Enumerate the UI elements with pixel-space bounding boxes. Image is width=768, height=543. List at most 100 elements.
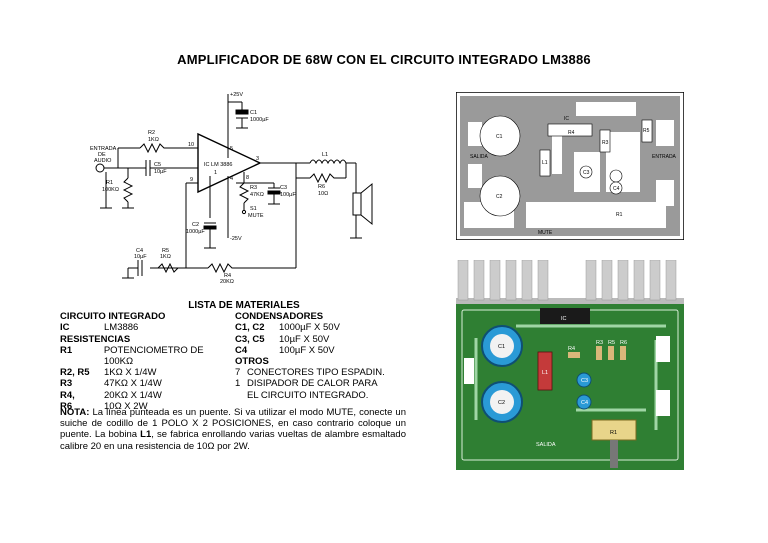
- label-c3-value: 100µF: [280, 192, 296, 198]
- label-r2-value: 1KΩ: [148, 137, 159, 143]
- note-paragraph: NOTA: La línea punteada es un puente. Si…: [60, 407, 406, 452]
- list-item: R4, 20KΩ X 1/4W: [60, 390, 235, 401]
- list-item: EL CIRCUITO INTEGRADO.: [235, 390, 410, 401]
- pcb2-label-l1: L1: [542, 370, 548, 376]
- header-ic: CIRCUITO INTEGRADO: [60, 311, 166, 323]
- circuit-schematic: +25V C1 1000µF R2 1KΩ 10 5 IC LM 3886 9 …: [90, 92, 373, 285]
- label-l1: L1: [322, 152, 328, 158]
- label-r6: R6: [318, 184, 325, 190]
- label-r4-value: 20KΩ: [220, 279, 234, 285]
- label-vneg: -25V: [230, 236, 242, 242]
- pcb1-label-entrada: ENTRADA: [652, 154, 677, 160]
- label-s1: S1: [250, 206, 257, 212]
- pcb2-label-r5: R5: [608, 340, 615, 346]
- list-item: IC LM3886: [60, 322, 235, 333]
- pcb-component-layout: C1 C2 C3 C4 IC R1 L1 R3 R5 R6 R4 SALIDA: [456, 260, 684, 470]
- materials-right-column: CONDENSADORES C1, C2 1000µF X 50V C3, C5…: [235, 311, 410, 412]
- materials-left-column: CIRCUITO INTEGRADO IC LM3886 RESISTENCIA…: [60, 311, 235, 412]
- pcb1-label-r1: R1: [616, 212, 623, 218]
- pcb1-label-c4: C4: [613, 186, 620, 192]
- pcb1-label-mute: MUTE: [538, 230, 553, 236]
- pcb2-label-c2: C2: [498, 400, 505, 406]
- label-mute: MUTE: [248, 213, 264, 219]
- label-c4: C4: [136, 248, 143, 254]
- label-c4-value: 10µF: [134, 254, 147, 260]
- item-value: POTENCIOMETRO DE 100KΩ: [103, 344, 204, 368]
- list-item: C3, C5 10µF X 50V: [235, 334, 410, 345]
- pcb1-label-l1: L1: [542, 160, 548, 166]
- label-r1-value: 100KΩ: [102, 187, 119, 193]
- pcb2-label-r3: R3: [596, 340, 603, 346]
- label-c2-value: 1000µF: [186, 229, 205, 235]
- label-audio: AUDIO: [94, 158, 112, 164]
- label-r3-value: 47KΩ: [250, 192, 264, 198]
- item-key: IC: [60, 322, 70, 334]
- pcb2-label-salida: SALIDA: [536, 442, 556, 448]
- pcb2-label-r6: R6: [620, 340, 627, 346]
- label-r2: R2: [148, 130, 155, 136]
- pcb1-label-c2: C2: [496, 194, 503, 200]
- label-r4: R4: [224, 273, 231, 279]
- item-value: LM3886: [104, 322, 139, 334]
- label-c5-value: 10µF: [154, 169, 167, 175]
- item-key: C1, C2: [235, 322, 265, 334]
- list-item: R3 47KΩ X 1/4W: [60, 378, 235, 389]
- item-value: 1KΩ X 1/4W: [104, 367, 157, 379]
- pcb2-label-r1: R1: [610, 430, 617, 436]
- label-pin9: 9: [190, 177, 193, 183]
- label-r5-value: 1KΩ: [160, 254, 171, 260]
- list-item: R1 POTENCIOMETRO DE 100KΩ: [60, 345, 235, 367]
- pcb1-label-r3: R3: [602, 140, 609, 146]
- item-key: C3, C5: [235, 333, 265, 345]
- item-key: R4,: [60, 389, 75, 401]
- header-resistencias: RESISTENCIAS: [60, 333, 131, 345]
- pcb1-label-c1: C1: [496, 134, 503, 140]
- header-condensadores: CONDENSADORES: [235, 311, 324, 323]
- note-label: NOTA:: [60, 407, 90, 418]
- pcb2-label-c1: C1: [498, 344, 505, 350]
- label-ic: IC LM 3886: [204, 162, 232, 168]
- label-de: DE: [98, 152, 106, 158]
- item-key: 7: [235, 367, 241, 379]
- note-text-2: , se fabrica enrollando varias vueltas d…: [60, 429, 406, 452]
- item-key: [235, 390, 247, 401]
- materials-title: LISTA DE MATERIALES: [188, 300, 300, 311]
- label-entrada: ENTRADA: [90, 146, 117, 152]
- label-pin5: 5: [230, 146, 233, 152]
- item-value: 20KΩ X 1/4W: [104, 389, 162, 401]
- label-vpos: +25V: [230, 92, 243, 98]
- pcb1-label-salida: SALIDA: [470, 154, 488, 160]
- item-value: 10µF X 50V: [279, 333, 330, 345]
- pcb2-label-c3: C3: [581, 378, 588, 384]
- pcb1-label-ic: IC: [564, 116, 569, 122]
- pcb2-label-c4: C4: [581, 400, 588, 406]
- pcb2-label-ic: IC: [561, 316, 567, 322]
- pcb1-label-r5: R5: [643, 128, 650, 134]
- item-key: R6: [60, 400, 73, 412]
- label-c1: C1: [250, 110, 257, 116]
- list-item: C1, C2 1000µF X 50V: [235, 322, 410, 333]
- pcb2-label-r4: R4: [568, 346, 575, 352]
- item-value: EL CIRCUITO INTEGRADO.: [247, 389, 369, 401]
- item-value: 100µF X 50V: [279, 344, 335, 356]
- list-item: 7 CONECTORES TIPO ESPADIN.: [235, 367, 410, 378]
- pcb1-label-r4: R4: [568, 130, 575, 136]
- header-otros: OTROS: [235, 356, 269, 368]
- item-value: 47KΩ X 1/4W: [104, 378, 162, 390]
- item-value: 10Ω X 2W: [104, 400, 148, 412]
- label-r6-value: 10Ω: [318, 191, 328, 197]
- label-pin10: 10: [188, 142, 194, 148]
- label-pin3: 3: [256, 156, 259, 162]
- label-c5: C5: [154, 162, 161, 168]
- pcb1-label-c3: C3: [583, 170, 590, 176]
- list-item: R2, R5 1KΩ X 1/4W: [60, 367, 235, 378]
- label-c3: C3: [280, 185, 287, 191]
- label-r5: R5: [162, 248, 169, 254]
- label-c2: C2: [192, 222, 199, 228]
- list-item: C4 100µF X 50V: [235, 345, 410, 356]
- item-value: DISIPADOR DE CALOR PARA: [247, 378, 378, 390]
- item-key: R2, R5: [60, 367, 90, 379]
- note-text-1: La línea punteada es un puente. Si va ut…: [60, 407, 406, 441]
- note-l1: L1: [140, 429, 152, 441]
- item-key: R1: [60, 344, 73, 356]
